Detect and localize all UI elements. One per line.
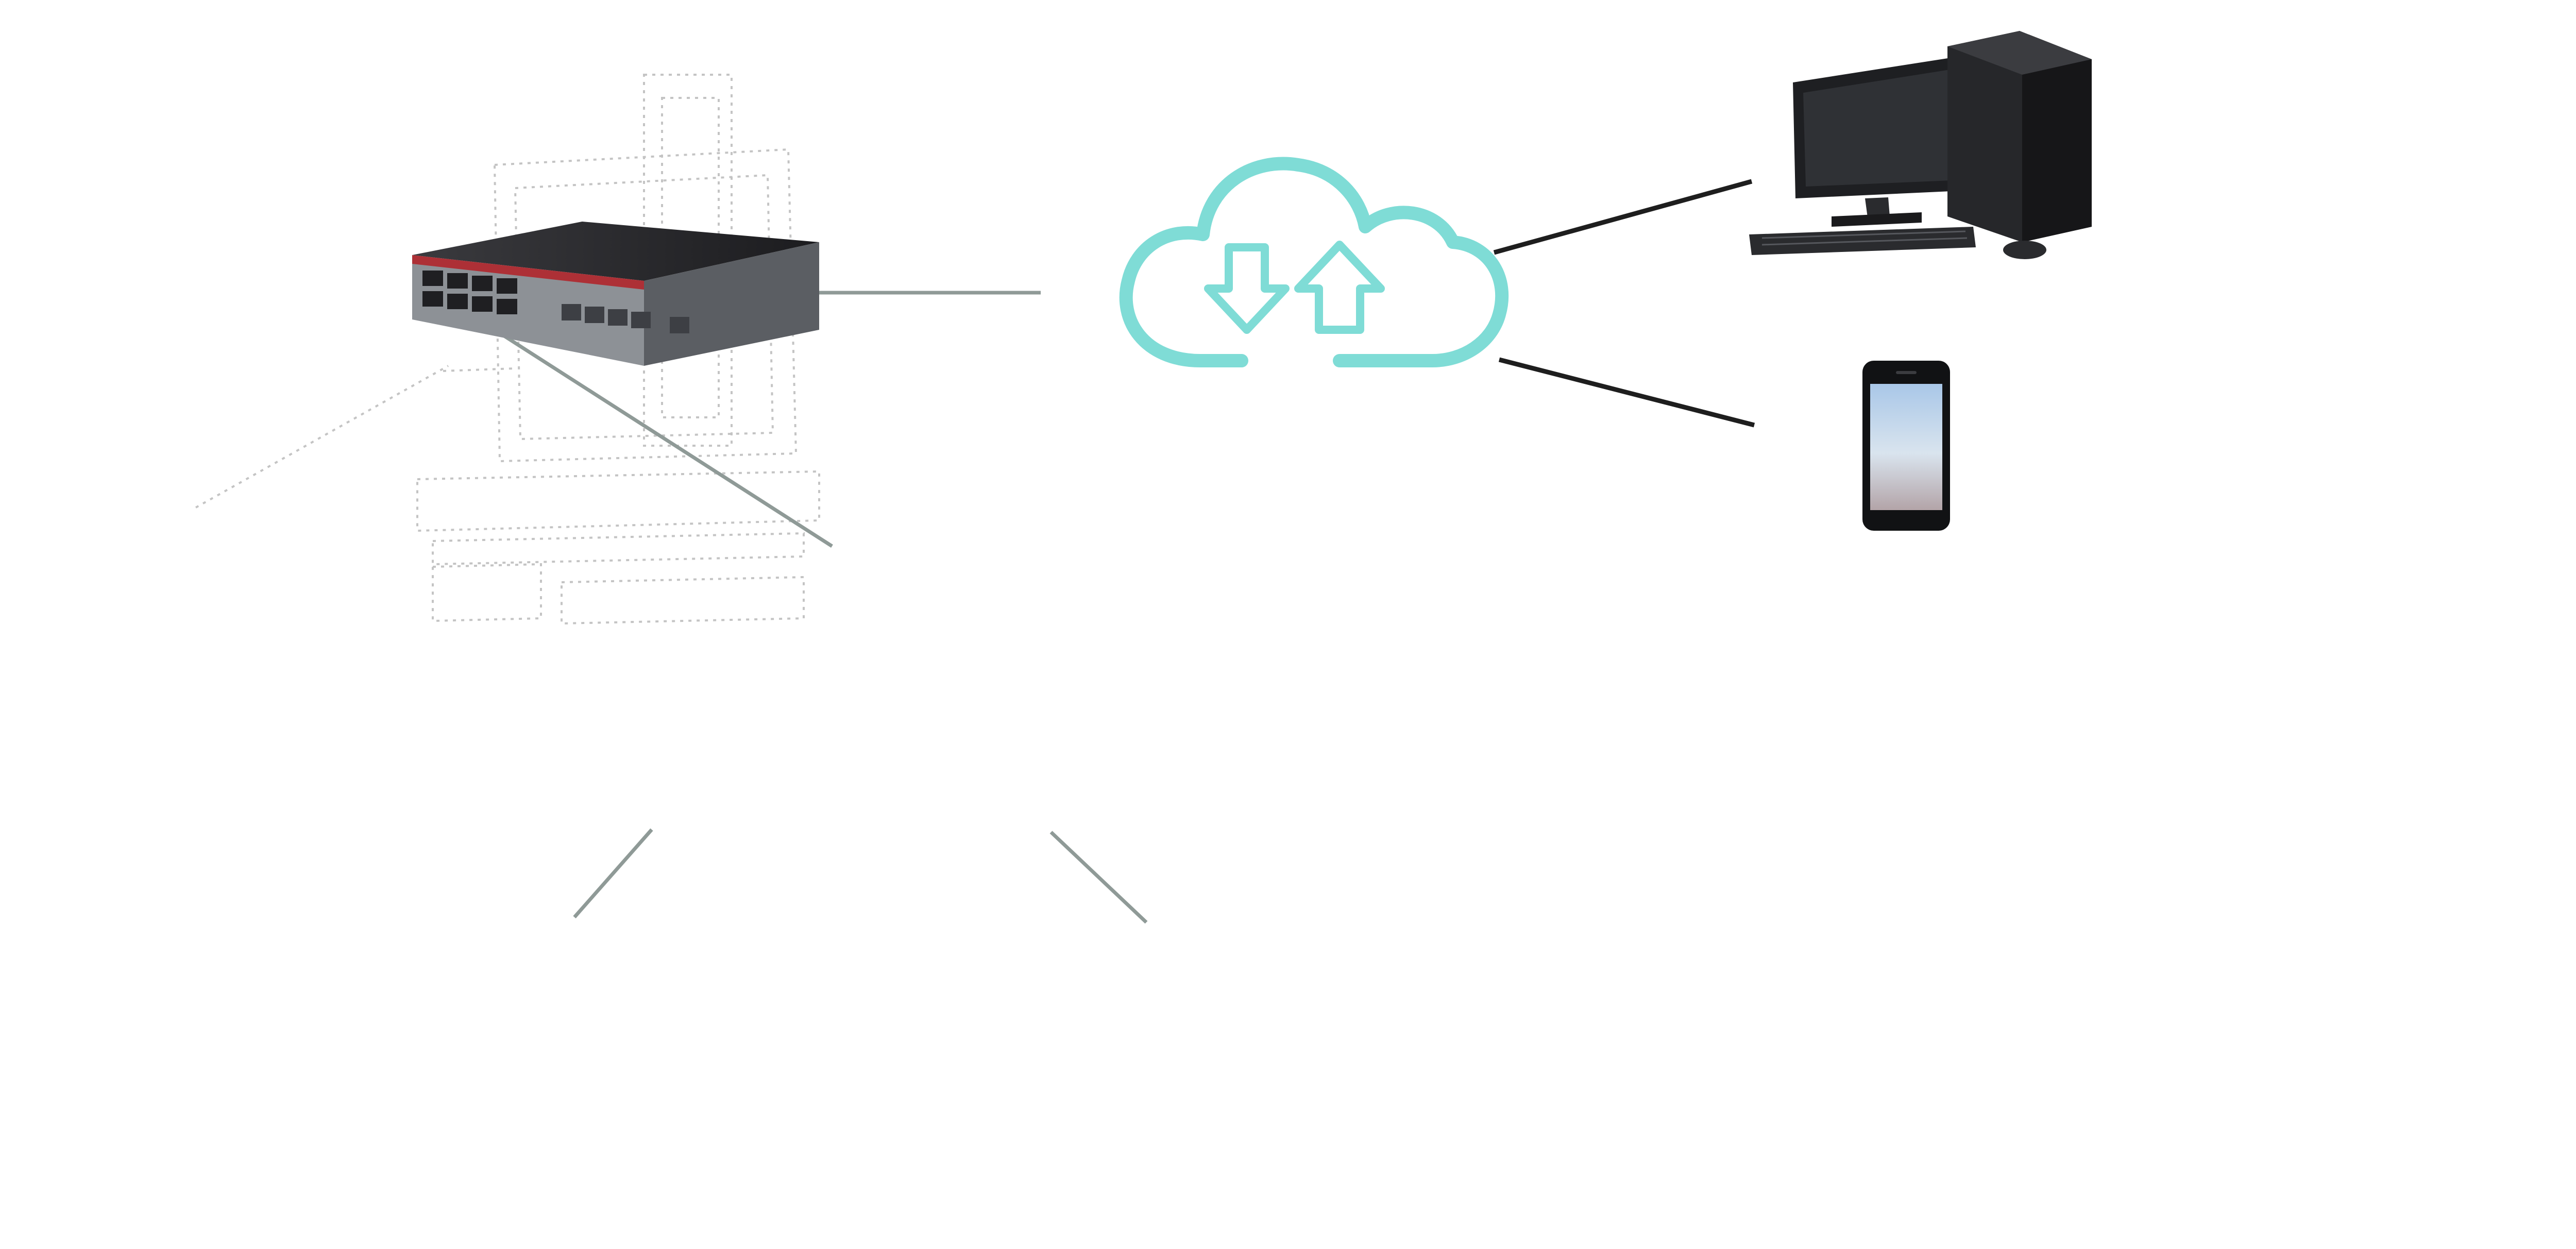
desktop-computer-icon bbox=[1749, 31, 2092, 259]
faint-workstation-sketch bbox=[195, 74, 820, 625]
network-switch-icon bbox=[412, 222, 819, 366]
edge-cloud-computer bbox=[1493, 179, 1753, 255]
smartphone-icon bbox=[1862, 361, 1950, 531]
edge-switch-controller bbox=[494, 328, 833, 548]
edge-controller-left-node bbox=[573, 828, 653, 919]
edge-controller-right-node bbox=[1049, 831, 1148, 924]
edge-cloud-phone bbox=[1498, 357, 1755, 428]
cloud-upload-download-icon bbox=[1119, 157, 1509, 367]
connection-lines bbox=[494, 179, 1755, 924]
